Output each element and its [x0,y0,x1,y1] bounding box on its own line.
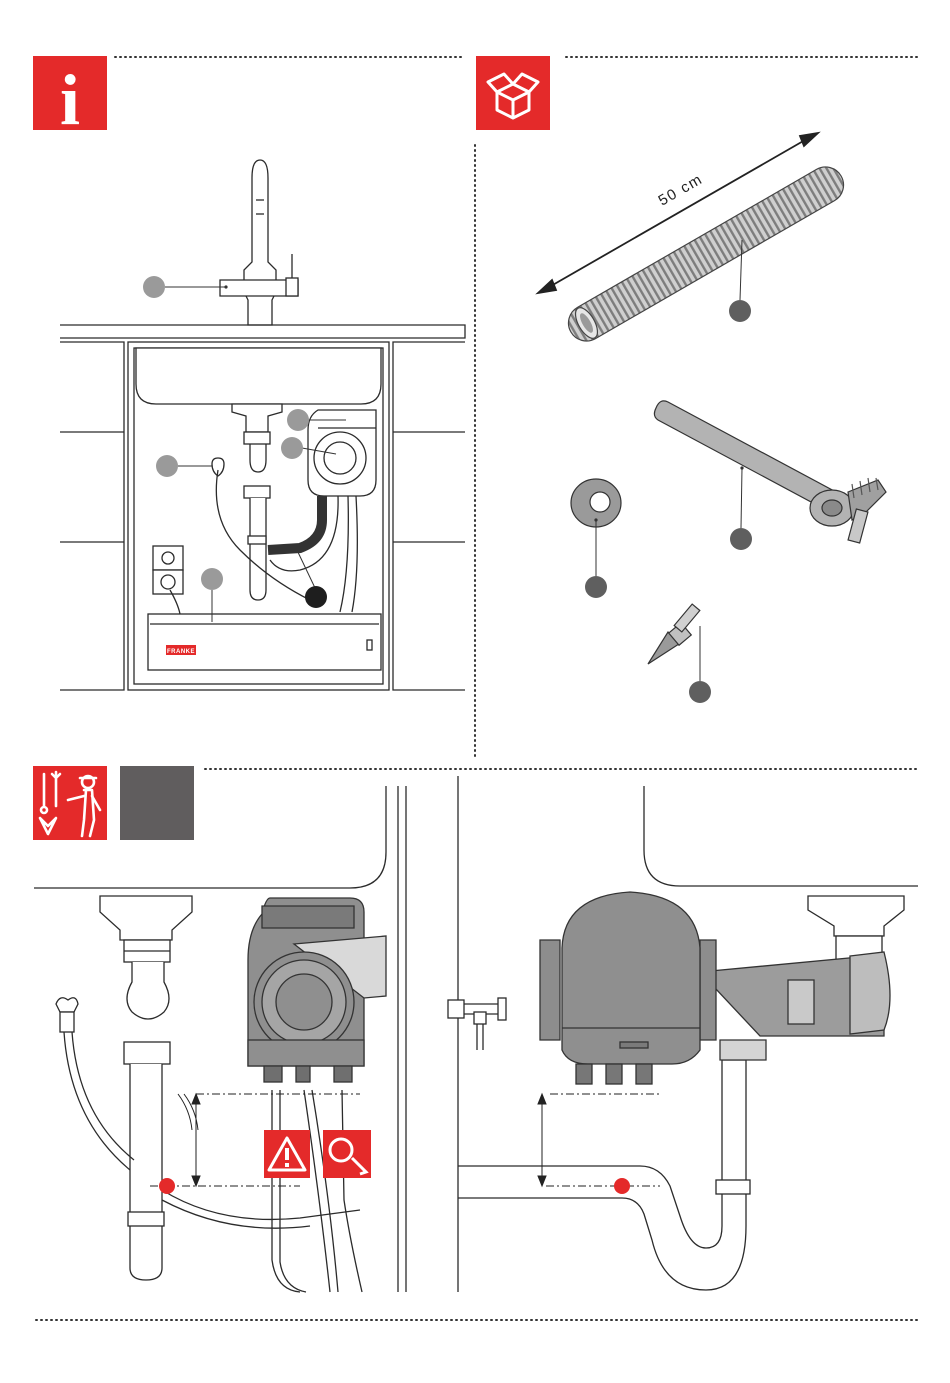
callout-boiler [281,437,303,459]
callout-controller-box [201,568,223,590]
callout-drain-hose [305,586,327,608]
callout-washer [585,576,607,598]
spanner-wrench [654,401,886,543]
countertop [60,325,465,338]
package-contents-diagram: 50 cm [538,133,886,703]
drill-point-marker-left [159,1178,175,1194]
section-dividers [36,57,918,1320]
controller-box [148,614,381,670]
wall-socket [153,546,183,614]
height-measurement-right [538,1094,660,1186]
boiler-front-view [248,898,386,1082]
installer-badge [33,766,107,840]
sink-basin [136,348,381,404]
svg-text:FRANKE: FRANKE [167,649,195,655]
kitchen-overview-diagram [60,160,465,690]
hose-length-label: 50 cm [656,171,706,210]
callout-angle-valve [156,455,178,477]
info-icon: i [60,60,80,140]
drill-point-marker-right [614,1178,630,1194]
callout-tap [143,276,165,298]
callout-corrugated-hose [729,300,751,322]
boiler-unit [308,410,376,496]
callout-drill-bit [689,681,711,703]
franke-logo: FRANKE [166,645,196,655]
step-number-box [120,766,194,840]
measure-badge [323,1130,371,1178]
callout-boiler-cover [287,409,309,431]
info-badge: i [33,56,107,140]
warning-badge [264,1130,310,1178]
drill-bit [648,604,700,664]
package-box-badge [476,56,550,130]
callout-spanner [730,528,752,550]
boiling-water-tap [220,160,298,325]
